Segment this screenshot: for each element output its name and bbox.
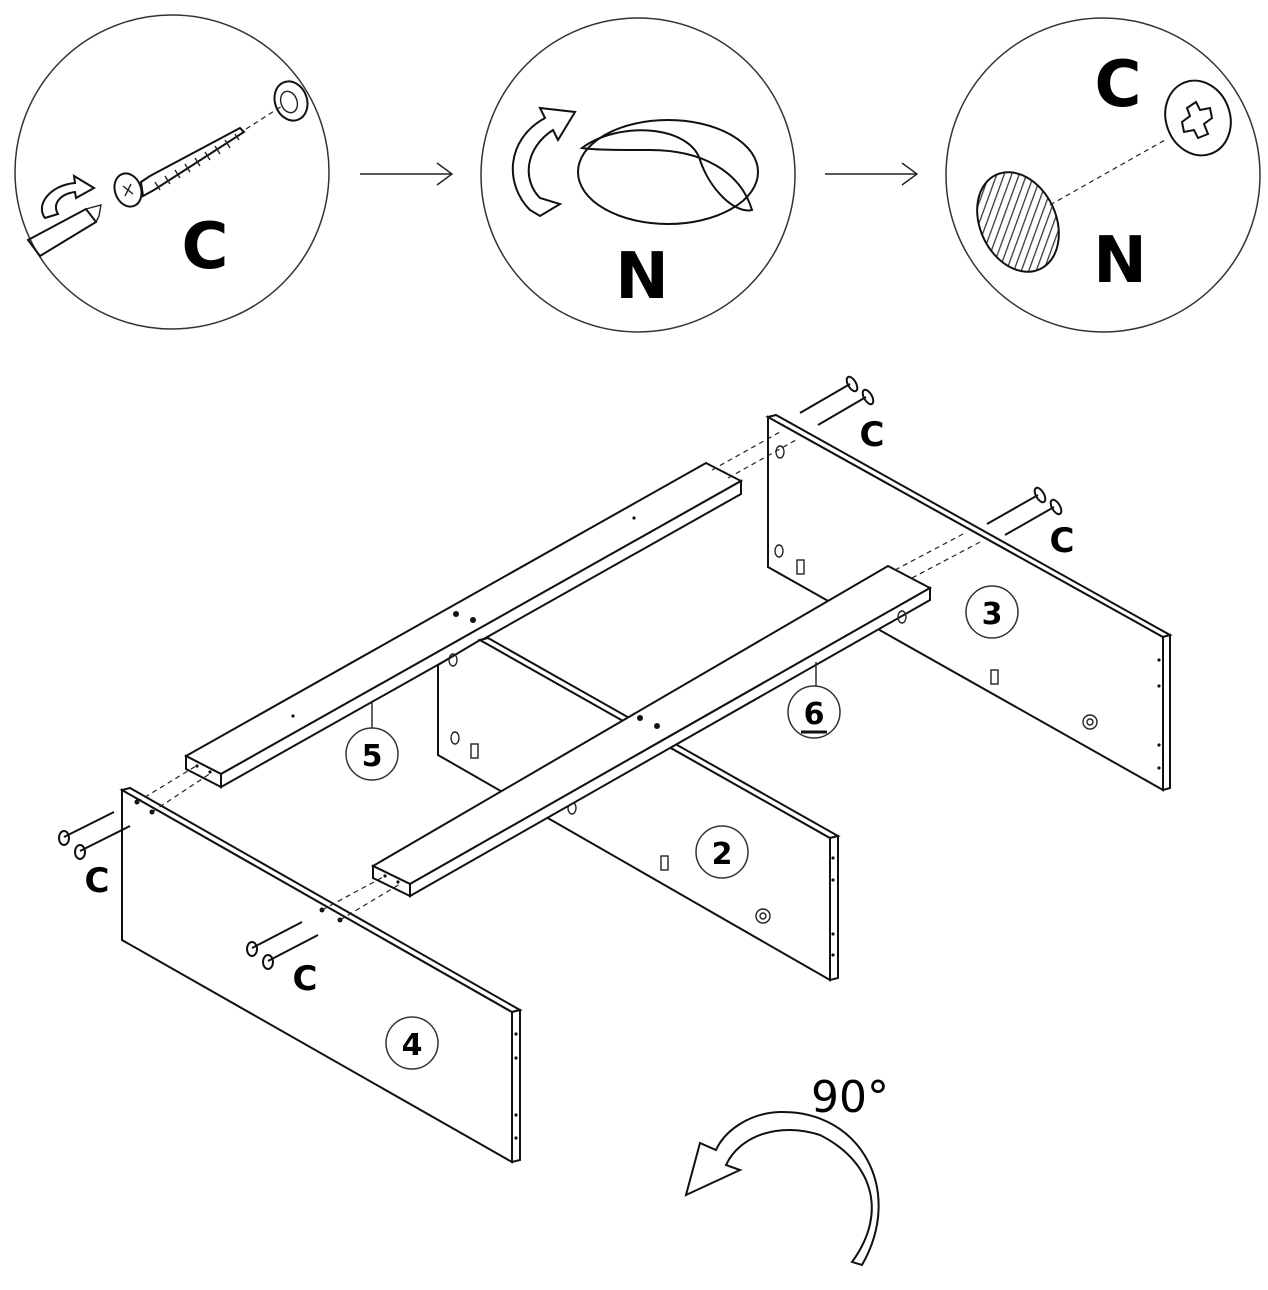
- screw-pair-right: C: [986, 486, 1075, 561]
- step-2-circle: [480, 17, 796, 333]
- screw-icon: [113, 126, 246, 208]
- panel-4: 4: [119, 786, 523, 1164]
- rotate-arrow-icon: [511, 106, 577, 218]
- screw-head-icon: [1164, 79, 1232, 157]
- step-3-label-bottom: N: [1093, 224, 1147, 298]
- cap-cover-icon: [976, 171, 1060, 273]
- step-3-cover-detail: C N: [945, 17, 1261, 333]
- rotate-90-arrow-icon: [684, 1110, 880, 1267]
- cap-sticker-icon: [577, 119, 759, 225]
- main-assembly: 3 5 2: [58, 375, 1173, 1164]
- step-1-screw-detail: C: [14, 14, 330, 330]
- step-1-label: C: [182, 210, 229, 284]
- screw-label-left: C: [85, 861, 110, 901]
- screw-path-line: [245, 105, 283, 130]
- step-arrow-2: [825, 162, 919, 186]
- panel-3: 3: [765, 413, 1173, 792]
- step-1-circle: [14, 14, 330, 330]
- screw-pair-top: C: [799, 375, 885, 455]
- alignment-lines: [136, 431, 983, 921]
- cover-path-line: [1049, 139, 1166, 206]
- panel-5: 5: [183, 461, 744, 789]
- step-2-label: N: [615, 240, 669, 314]
- rotation-label: 90°: [811, 1072, 889, 1123]
- part-4-label: 4: [402, 1028, 423, 1063]
- screw-pair-left: C: [58, 811, 131, 901]
- part-3-label: 3: [982, 597, 1003, 632]
- screw-label-top: C: [860, 415, 885, 455]
- rotation-indicator: 90°: [684, 1072, 889, 1267]
- part-6-label: 6: [804, 697, 825, 732]
- part-2-label: 2: [712, 837, 733, 872]
- screwdriver-icon: [26, 204, 102, 258]
- step-arrow-1: [360, 162, 454, 186]
- step-3-label-top: C: [1095, 48, 1142, 122]
- hole-icon: [273, 80, 309, 122]
- screw-pair-middle: C: [246, 921, 319, 999]
- step-2-cap-detail: N: [480, 17, 796, 333]
- screw-label-middle: C: [293, 959, 318, 999]
- screw-label-right: C: [1050, 521, 1075, 561]
- panel-6: 6: [370, 564, 933, 898]
- rotate-arrow-icon: [40, 174, 96, 220]
- part-5-label: 5: [362, 739, 383, 774]
